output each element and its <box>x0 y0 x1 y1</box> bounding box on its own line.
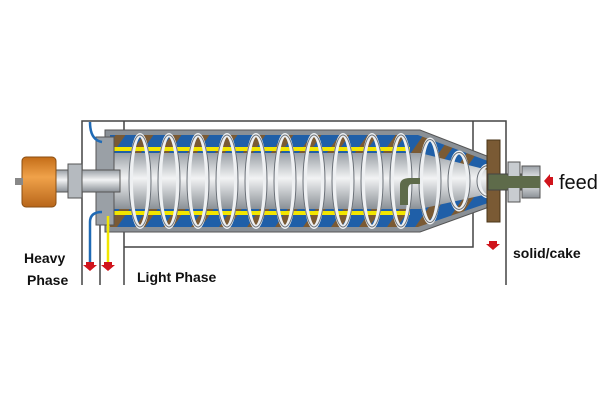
feed-arrow-icon <box>544 174 553 188</box>
drive-end <box>15 121 121 262</box>
light-phase-label: Light Phase <box>137 269 217 285</box>
screw-flight <box>447 152 471 210</box>
screw-flight <box>186 134 210 228</box>
heavy-phase-label-line1: Heavy <box>24 250 66 266</box>
screw-flight <box>157 134 181 228</box>
heavy-phase-label-line2: Phase <box>27 272 69 288</box>
feed-end <box>486 139 541 223</box>
heavy-phase-outlet <box>88 210 103 262</box>
screw-flight <box>128 134 152 228</box>
light-phase-layer-top <box>110 147 410 151</box>
screw-flight <box>244 134 268 228</box>
screw-flight <box>302 134 326 228</box>
flow-arrows <box>83 174 553 271</box>
screw-flight <box>360 134 384 228</box>
light-phase-layer-bottom <box>110 211 410 215</box>
screw-conveyor-hub <box>110 153 488 209</box>
heavy-phase-outlet-top <box>88 121 103 144</box>
screw-flight <box>273 134 297 228</box>
screw-flight <box>215 134 239 228</box>
screw-flight <box>331 134 355 228</box>
solid-cake-arrow-icon <box>486 241 500 250</box>
solid-cake-label: solid/cake <box>513 245 581 261</box>
light-phase-arrow-icon <box>101 262 115 271</box>
feed-chamber <box>400 178 420 205</box>
feed-label: feed <box>559 172 598 194</box>
motor-pulley <box>21 156 57 208</box>
heavy-phase-arrow-icon <box>83 262 97 271</box>
bowl <box>104 129 500 233</box>
